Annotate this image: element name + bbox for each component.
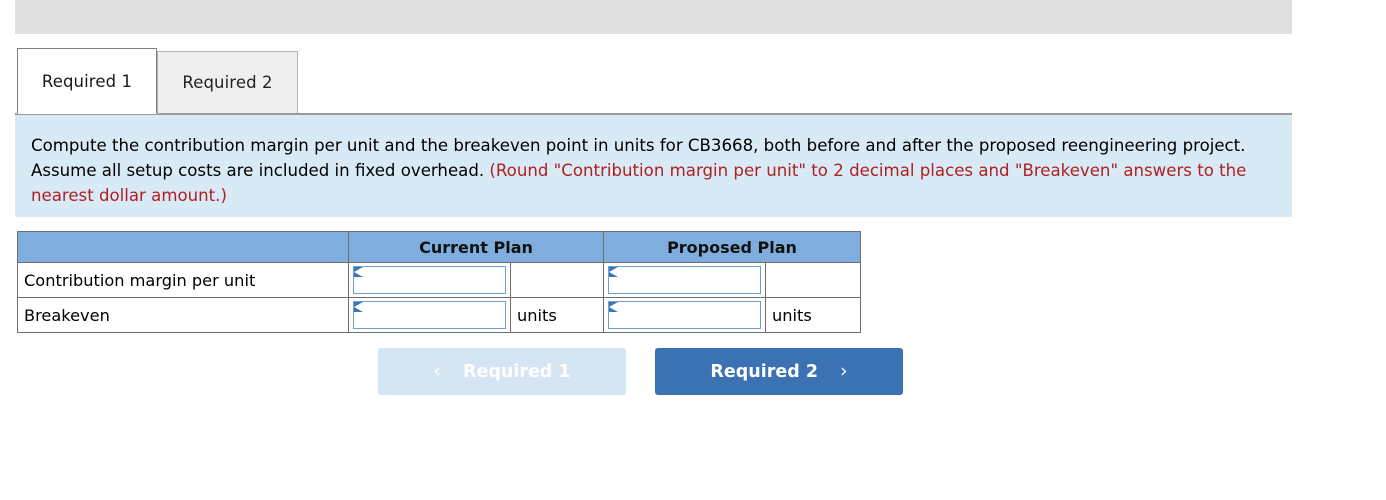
cell-proposed-breakeven[interactable]	[603, 297, 766, 333]
next-required-button[interactable]: Required 2 ›	[655, 348, 903, 395]
previous-required-button[interactable]: ‹ Required 1	[378, 348, 626, 395]
top-toolbar-area	[15, 0, 1292, 34]
instruction-main-text: Compute the contribution margin per unit…	[31, 136, 1246, 180]
chevron-left-icon: ‹	[433, 360, 441, 382]
tab-required-1[interactable]: Required 1	[17, 48, 157, 114]
instruction-text: Compute the contribution margin per unit…	[31, 133, 1263, 208]
chevron-right-icon: ›	[840, 360, 848, 382]
cell-current-breakeven[interactable]	[348, 297, 511, 333]
input-current-breakeven[interactable]	[353, 301, 506, 329]
tab-strip: Required 1 Required 2	[17, 48, 298, 114]
next-required-label: Required 2	[710, 361, 818, 382]
input-proposed-breakeven[interactable]	[608, 301, 761, 329]
cell-current-contribution-margin[interactable]	[348, 262, 511, 298]
unit-current-contribution-margin	[510, 262, 604, 298]
table-row-breakeven: Breakeven units units	[17, 297, 861, 333]
unit-proposed-contribution-margin	[765, 262, 861, 298]
table-row-contribution-margin: Contribution margin per unit	[17, 262, 861, 298]
input-current-contribution-margin[interactable]	[353, 266, 506, 294]
answer-table-header-row: Current Plan Proposed Plan	[17, 231, 861, 263]
row-label-breakeven: Breakeven	[17, 297, 349, 333]
answer-table: Current Plan Proposed Plan Contribution …	[17, 231, 861, 333]
navigation-buttons: ‹ Required 1 Required 2 ›	[378, 348, 903, 395]
input-proposed-contribution-margin[interactable]	[608, 266, 761, 294]
answer-table-body: Contribution margin per unit Breakeven u…	[17, 262, 861, 333]
tab-required-1-label: Required 1	[41, 71, 133, 91]
column-header-current-plan: Current Plan	[348, 231, 604, 263]
tab-required-2-label: Required 2	[182, 73, 273, 92]
cell-proposed-contribution-margin[interactable]	[603, 262, 766, 298]
row-label-contribution-margin: Contribution margin per unit	[17, 262, 349, 298]
unit-proposed-breakeven: units	[765, 297, 861, 333]
column-header-blank	[17, 231, 349, 263]
column-header-proposed-plan: Proposed Plan	[603, 231, 861, 263]
tab-required-2[interactable]: Required 2	[157, 51, 298, 114]
instruction-rounding-hint: (Round "Contribution margin per unit" to…	[31, 161, 1247, 205]
answer-table-head: Current Plan Proposed Plan	[17, 231, 861, 263]
instruction-panel: Compute the contribution margin per unit…	[15, 113, 1292, 217]
previous-required-label: Required 1	[462, 361, 571, 382]
unit-current-breakeven: units	[510, 297, 604, 333]
